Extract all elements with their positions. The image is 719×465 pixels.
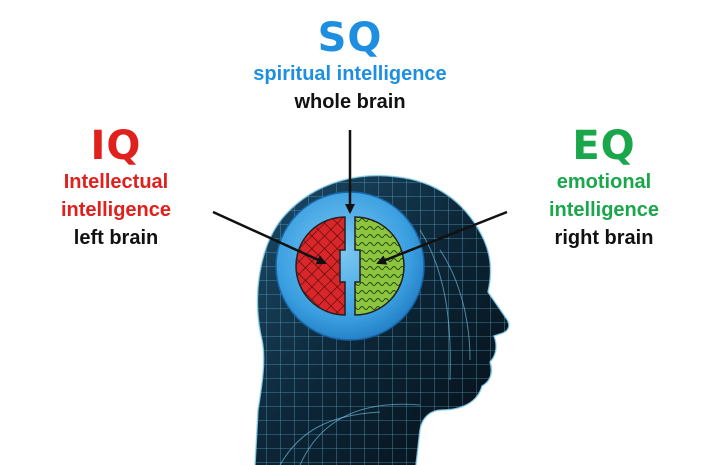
eq-title-line1: emotional — [556, 171, 652, 193]
sq-title: spiritual intelligence — [253, 63, 447, 85]
eq-arrow — [376, 210, 508, 265]
iq-code: IQ — [90, 123, 142, 169]
left-hemisphere — [295, 216, 346, 316]
iq-arrow — [212, 210, 327, 265]
iq-brain: left brain — [73, 227, 159, 249]
eq-brain: right brain — [554, 227, 654, 249]
sq-label-group: SQ spiritual intelligence whole brain — [229, 16, 471, 116]
iq-label-group: IQ Intellectual intelligence left brain — [36, 124, 196, 252]
sq-code: SQ — [317, 15, 383, 61]
right-hemisphere — [354, 216, 405, 316]
eq-code: EQ — [572, 123, 636, 169]
iq-title-line1: Intellectual — [63, 171, 169, 193]
sq-brain: whole brain — [294, 91, 406, 113]
iq-title-line2: intelligence — [60, 199, 172, 221]
eq-label-group: EQ emotional intelligence right brain — [524, 124, 684, 252]
eq-title-line2: intelligence — [548, 199, 660, 221]
